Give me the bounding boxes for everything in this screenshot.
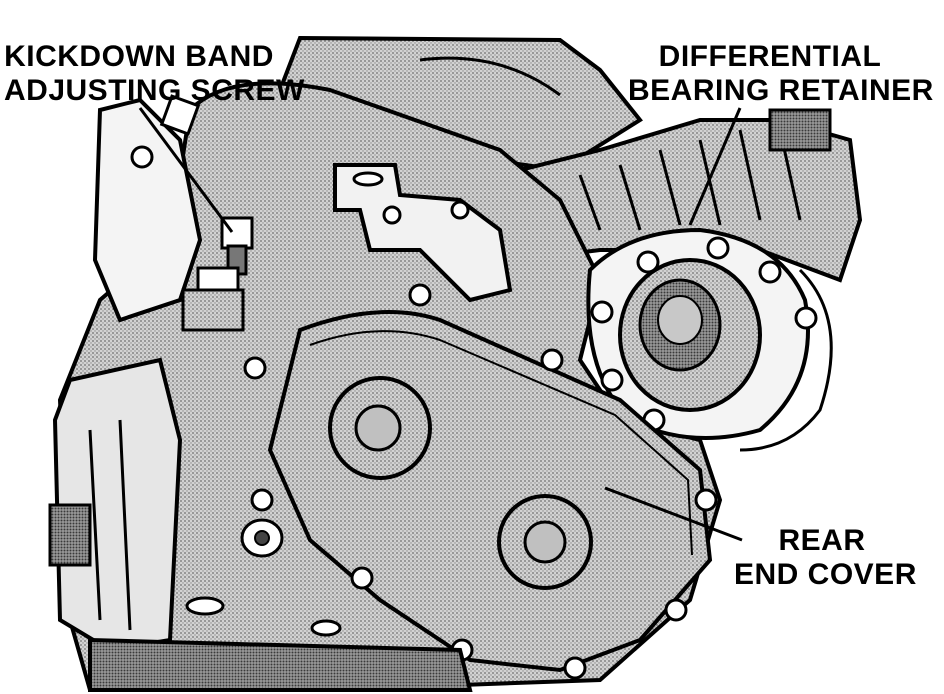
differential-leader [688, 107, 742, 226]
rear-cover-label-line2: END COVER [734, 558, 917, 591]
leader-lines [138, 107, 743, 542]
differential-label-line2: BEARING RETAINER [628, 74, 934, 107]
differential-retainer-label: DIFFERENTIAL BEARING RETAINER [628, 40, 934, 108]
differential-bearing-retainer [586, 227, 833, 452]
rear-cover-label-line1: REAR [778, 524, 866, 557]
top-bracket [333, 163, 513, 303]
differential-housing [518, 108, 863, 283]
oil-pan [88, 596, 473, 692]
kickdown-band-label: KICKDOWN BAND ADJUSTING SCREW [4, 40, 305, 108]
kickdown-label-line1: KICKDOWN BAND [4, 40, 274, 73]
kickdown-leader [138, 107, 234, 233]
differential-label-line1: DIFFERENTIAL [658, 40, 882, 73]
rear-end-cover [240, 283, 718, 680]
rear-cover-leader [604, 486, 743, 542]
rear-end-cover-label: REAR END COVER [734, 524, 917, 592]
kickdown-label-line2: ADJUSTING SCREW [4, 74, 305, 107]
